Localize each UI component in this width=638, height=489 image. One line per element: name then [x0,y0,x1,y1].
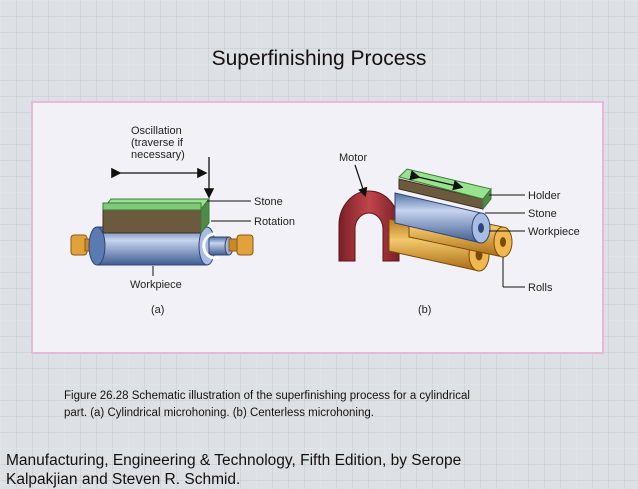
label-stone-a: Stone [254,196,283,208]
caption-line-1: Figure 26.28 Schematic illustration of t… [64,390,470,402]
label-traverse: (traverse if [131,137,184,149]
superfinishing-diagram: Oscillation (traverse if necessary) Ston… [70,125,580,316]
workpiece-cylinder-a [88,226,234,266]
footer-line-1: Manufacturing, Engineering & Technology,… [6,452,462,469]
label-oscillation: Oscillation [131,125,182,137]
oscillation-arrow-b [409,170,464,191]
label-motor-b: Motor [339,152,367,164]
rotation-arrow-a [202,232,220,260]
label-rolls-b: Rolls [528,282,553,294]
label-workpiece-b: Workpiece [528,226,580,238]
panel-label-b: (b) [418,304,431,316]
footer-line-2: Kalpakjian and Steven R. Schmid. [6,471,241,488]
caption-line-2: part. (a) Cylindrical microhoning. (b) C… [64,407,374,419]
label-holder-b: Holder [528,190,561,202]
label-necessary: necessary) [131,149,185,161]
slide-title: Superfinishing Process [211,47,427,70]
right-center-a [228,234,254,256]
workpiece-cylinder-b [394,192,491,244]
stone-block-a [101,197,211,235]
label-stone-b: Stone [528,208,557,220]
diagram-a: Oscillation (traverse if necessary) Ston… [70,125,295,316]
figure-caption: Figure 26.28 Schematic illustration of t… [64,388,604,422]
label-workpiece-a: Workpiece [130,279,182,291]
diagram-b: Motor Holder Stone Workpiece Rolls (b) [338,152,580,316]
figure-panel: Oscillation (traverse if necessary) Ston… [31,101,604,354]
panel-label-a: (a) [151,304,164,316]
label-rotation-a: Rotation [254,216,295,228]
footer-citation: Manufacturing, Engineering & Technology,… [6,451,606,489]
